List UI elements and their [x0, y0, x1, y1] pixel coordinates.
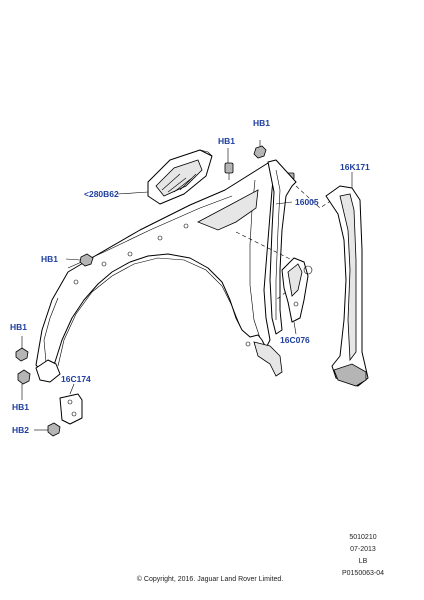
footer-date: 07-2013 — [350, 546, 376, 553]
bolt-hb1-lower-left — [15, 336, 29, 362]
callout-16c174[interactable]: 16C174 — [61, 374, 91, 384]
callout-hb1-lower-left[interactable]: HB1 — [10, 322, 28, 332]
callout-280b62[interactable]: <280B62 — [84, 189, 119, 199]
callout-hb1-top[interactable]: HB1 — [253, 118, 271, 128]
assembly-line-3 — [275, 291, 287, 301]
footer-copyright: © Copyright, 2016. Jaguar Land Rover Lim… — [136, 576, 284, 583]
callout-16c076[interactable]: 16C076 — [280, 335, 310, 345]
bracket-16c076 — [281, 257, 313, 335]
vent-grille-part — [147, 149, 213, 205]
bolt-hb2 — [34, 422, 61, 437]
assembly-line-2 — [295, 185, 333, 209]
mounting-bracket-16005 — [267, 159, 297, 335]
callout-hb2[interactable]: HB2 — [12, 425, 30, 435]
leader-16005 — [275, 201, 293, 205]
fender-lower-bracket — [253, 341, 283, 377]
bolt-hb1-top — [253, 140, 267, 159]
footer-market: LB — [358, 558, 368, 565]
footer-illustration-id: P0150063-04 — [341, 570, 385, 577]
callout-hb1-mid[interactable]: HB1 — [218, 136, 236, 146]
leader-280b62 — [117, 191, 149, 195]
bolt-hb1-left — [65, 253, 94, 267]
callout-hb1-left[interactable]: HB1 — [41, 254, 59, 264]
callout-hb1-bottom[interactable]: HB1 — [12, 402, 30, 412]
seal-16k171 — [325, 172, 369, 387]
front-fender-panel — [35, 162, 275, 373]
clip-fastener-upper — [224, 162, 234, 180]
callout-16k171[interactable]: 16K171 — [340, 162, 370, 172]
hinge-bracket-16c174 — [35, 359, 83, 425]
footer-ref-number: 5010210 — [349, 534, 377, 541]
callout-16005[interactable]: 16005 — [295, 197, 319, 207]
bolt-hb1-bottom-left — [17, 369, 31, 400]
